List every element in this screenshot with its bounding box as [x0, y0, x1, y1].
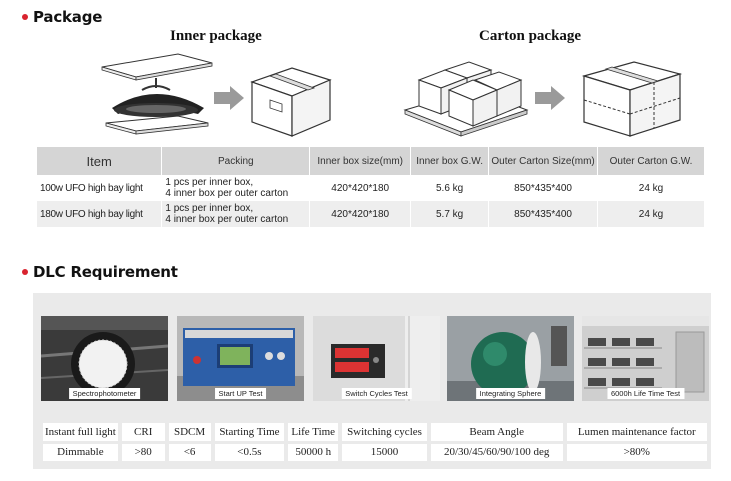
- table-row: 100w UFO high bay light 1 pcs per inner …: [37, 175, 705, 201]
- life-time-test-image: [582, 316, 709, 401]
- photo-start-up-test: Start UP Test: [177, 316, 304, 401]
- start-up-test-image: [177, 316, 304, 401]
- dlc-table: Instant full light CRI SDCM Starting Tim…: [43, 423, 712, 461]
- packing-line: 1 pcs per inner box,: [165, 203, 254, 214]
- header-inner-size: Inner box size(mm): [309, 147, 412, 175]
- dlc-value-row: Dimmable >80 <6 <0.5s 50000 h 15000 20/3…: [43, 440, 712, 461]
- dlc-heading-text: DLC Requirement: [33, 263, 178, 281]
- cell-item: 100w UFO high bay light: [37, 175, 163, 201]
- package-heading-text: Package: [33, 8, 103, 26]
- dlc-heading: DLC Requirement: [22, 263, 178, 281]
- bullet-icon: [22, 14, 28, 20]
- dlc-header: Starting Time: [212, 423, 289, 442]
- arrow-right-icon-2: [535, 86, 565, 110]
- lamp-foam-illustration: [101, 53, 213, 135]
- header-outer-size: Outer Carton Size(mm): [488, 147, 599, 175]
- dlc-value: 15000: [340, 440, 431, 461]
- cell-outer-size: 850*435*400: [488, 175, 599, 201]
- dlc-value: >80%: [564, 440, 712, 461]
- arrow-right-icon: [214, 86, 244, 110]
- photo-caption: Spectrophotometer: [68, 388, 141, 399]
- cell-outer-size: 850*435*400: [488, 201, 599, 227]
- packing-line: 4 inner box per outer carton: [165, 188, 289, 199]
- photo-caption: Integrating Sphere: [475, 388, 546, 399]
- dlc-header-row: Instant full light CRI SDCM Starting Tim…: [43, 423, 712, 442]
- carton-package-title: Carton package: [479, 28, 582, 44]
- packing-line: 4 inner box per outer carton: [165, 214, 289, 225]
- dlc-header: SDCM: [166, 423, 215, 442]
- dlc-value: 20/30/45/60/90/100 deg: [428, 440, 567, 461]
- package-heading: Package: [22, 8, 102, 26]
- cell-packing: 1 pcs per inner box,4 inner box per oute…: [161, 175, 311, 201]
- inner-package-title: Inner package: [170, 28, 262, 44]
- inner-box-illustration: [250, 67, 332, 137]
- header-inner-gw: Inner box G.W.: [410, 147, 490, 175]
- dlc-header: Life Time: [286, 423, 343, 442]
- bullet-icon: [22, 269, 28, 275]
- photo-caption: 6000h Life Time Test: [606, 388, 685, 399]
- dlc-value: Dimmable: [43, 440, 122, 461]
- cell-inner-size: 420*420*180: [309, 175, 412, 201]
- dlc-value: 50000 h: [286, 440, 343, 461]
- photo-switch-cycles-test: Switch Cycles Test: [313, 316, 440, 401]
- photo-caption: Switch Cycles Test: [341, 388, 412, 399]
- header-item: Item: [37, 147, 163, 175]
- cell-inner-gw: 5.7 kg: [410, 201, 490, 227]
- table-row: 180w UFO high bay light 1 pcs per inner …: [37, 201, 705, 227]
- dlc-header: Lumen maintenance factor: [564, 423, 712, 442]
- photo-spectrophotometer: Spectrophotometer: [41, 316, 168, 401]
- packing-line: 1 pcs per inner box,: [165, 177, 254, 188]
- dlc-value: <6: [166, 440, 215, 461]
- header-packing: Packing: [161, 147, 311, 175]
- photo-life-time-test: 6000h Life Time Test: [582, 316, 709, 401]
- table-header-row: Item Packing Inner box size(mm) Inner bo…: [37, 147, 705, 175]
- dlc-header: Beam Angle: [428, 423, 567, 442]
- switch-cycles-image: [313, 316, 440, 401]
- dlc-header: CRI: [119, 423, 169, 442]
- header-outer-gw: Outer Carton G.W.: [597, 147, 705, 175]
- cell-packing: 1 pcs per inner box,4 inner box per oute…: [161, 201, 311, 227]
- cell-item: 180w UFO high bay light: [37, 201, 163, 227]
- cell-inner-gw: 5.6 kg: [410, 175, 490, 201]
- outer-carton-illustration: [581, 61, 683, 137]
- photo-caption: Start UP Test: [214, 388, 267, 399]
- cell-outer-gw: 24 kg: [597, 175, 705, 201]
- cell-inner-size: 420*420*180: [309, 201, 412, 227]
- dlc-value: >80: [119, 440, 169, 461]
- dlc-header: Instant full light: [43, 423, 122, 442]
- carton-stack-illustration: [403, 61, 529, 137]
- dlc-header: Switching cycles: [340, 423, 431, 442]
- photo-integrating-sphere: Integrating Sphere: [447, 316, 574, 401]
- spectrophotometer-image: [41, 316, 168, 401]
- package-table: Item Packing Inner box size(mm) Inner bo…: [37, 147, 705, 227]
- cell-outer-gw: 24 kg: [597, 201, 705, 227]
- dlc-value: <0.5s: [212, 440, 289, 461]
